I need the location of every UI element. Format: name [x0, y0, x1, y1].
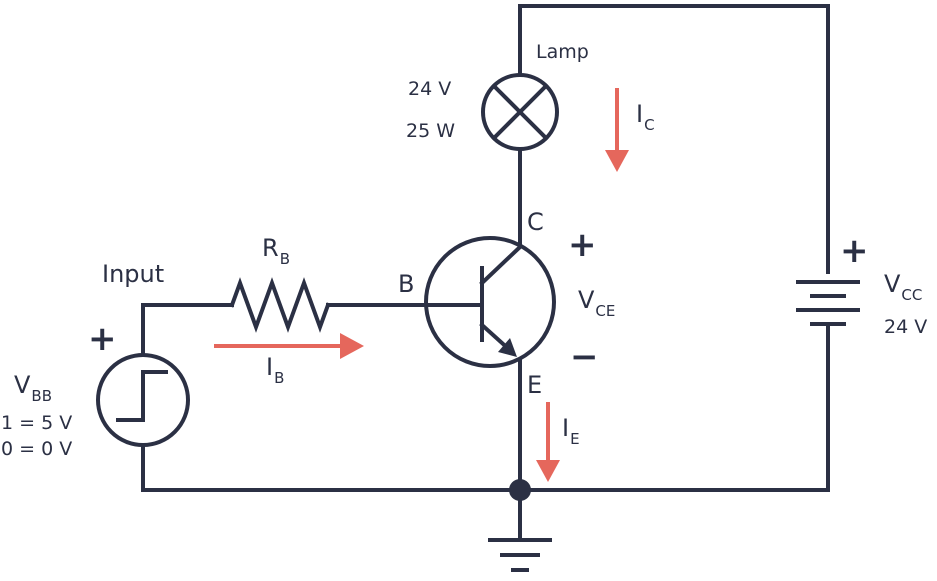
vcc-label: VCC [884, 270, 922, 304]
source-vbb-label: VBB [14, 371, 52, 405]
lamp-power: 25 W [406, 120, 455, 142]
wires [141, 4, 830, 542]
resistor-label: RB [262, 234, 290, 268]
source-low-value: 0 = 0 V [1, 438, 72, 460]
wire-source-to-resistor [141, 303, 234, 357]
emitter-terminal-label: E [527, 371, 542, 399]
source-high-value: 1 = 5 V [1, 412, 72, 434]
ground-node-dot [509, 479, 531, 501]
npn-transistor-icon [424, 236, 556, 368]
battery-icon [796, 280, 860, 328]
vcc-value: 24 V [884, 316, 927, 338]
vce-plus-sign: + [568, 225, 597, 265]
emitter-current-arrow [536, 402, 560, 482]
collector-terminal-label: C [527, 208, 544, 236]
base-current-label: IB [266, 353, 284, 387]
wire-bottom-return [141, 324, 830, 492]
input-label: Input [102, 260, 164, 288]
resistor-icon [229, 277, 331, 333]
pulse-source-icon [96, 353, 190, 447]
vce-minus-sign: − [570, 337, 599, 377]
vcc-plus-sign: + [840, 231, 869, 271]
lamp-voltage: 24 V [408, 78, 451, 100]
source-plus-sign: + [88, 319, 117, 359]
collector-current-label: IC [636, 100, 655, 134]
vce-label: VCE [578, 286, 615, 320]
base-current-arrow [214, 333, 364, 359]
lamp-label: Lamp [536, 41, 589, 63]
ground-icon [488, 538, 552, 572]
collector-current-arrow [605, 88, 629, 172]
wire-top-right [518, 4, 830, 274]
emitter-current-label: IE [562, 414, 580, 448]
base-terminal-label: B [398, 270, 414, 298]
lamp-icon [481, 73, 559, 151]
